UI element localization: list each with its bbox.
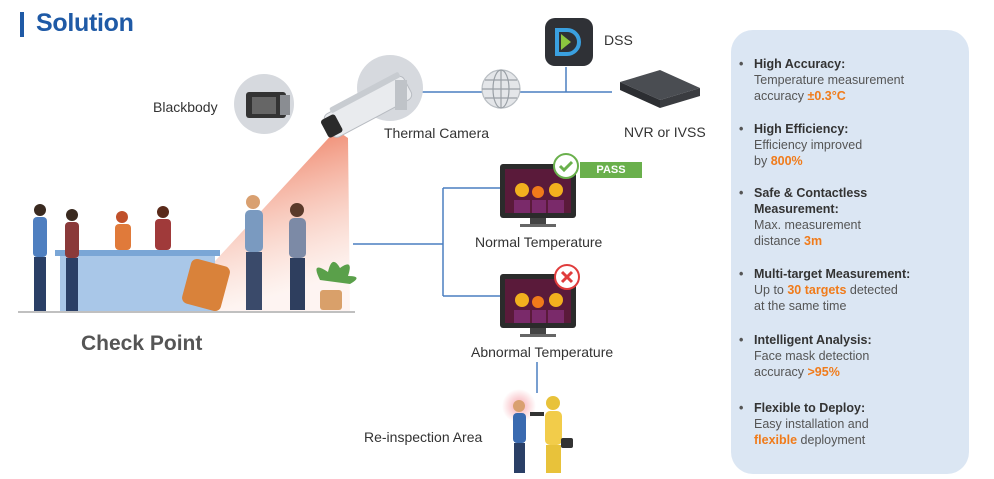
abnormal-temperature-label: Abnormal Temperature: [471, 344, 614, 360]
nvr-label: NVR or IVSS: [624, 124, 706, 140]
feature-line: Face mask detection: [754, 349, 870, 363]
checkpoint-scene: [18, 195, 357, 313]
nvr-device: [620, 70, 700, 108]
feature-title: Flexible to Deploy:: [739, 400, 964, 416]
network-globe-icon: [481, 69, 521, 109]
feature-title: High Accuracy:: [739, 56, 964, 72]
checkpoint-label: Check Point: [81, 332, 203, 355]
blackbody-device: [234, 74, 294, 134]
title-accent-bar: [20, 12, 24, 37]
feature-line: distance 3m: [754, 234, 823, 248]
feature-item: Intelligent Analysis: Face mask detectio…: [739, 332, 964, 380]
dss-logo: [545, 18, 593, 66]
feature-line: by 800%: [754, 154, 803, 168]
pass-badge-label: PASS: [596, 164, 626, 176]
feature-line: at the same time: [754, 299, 847, 313]
blackbody-label: Blackbody: [153, 99, 218, 115]
feature-title: Intelligent Analysis:: [739, 332, 964, 348]
feature-line: Temperature measurement: [754, 73, 905, 87]
feature-line: Max. measurement: [754, 218, 861, 232]
feature-line: Easy installation and: [754, 417, 869, 431]
feature-item: High Accuracy: Temperature measurement a…: [739, 56, 964, 104]
feature-title: High Efficiency:: [739, 121, 964, 137]
feature-title: Multi-target Measurement:: [739, 266, 964, 282]
feature-title: Safe & Contactless Measurement:: [739, 185, 914, 217]
pass-badge: [580, 162, 642, 178]
page-title: Solution: [36, 9, 134, 37]
feature-line: accuracy ±0.3°C: [754, 89, 846, 103]
feature-line: Efficiency improved: [754, 138, 863, 152]
feature-line: accuracy >95%: [754, 365, 840, 379]
feature-item: Flexible to Deploy: Easy installation an…: [739, 400, 964, 448]
feature-item: High Efficiency: Efficiency improved by …: [739, 121, 964, 169]
reinspection-scene: [502, 389, 573, 473]
feature-item: Multi-target Measurement: Up to 30 targe…: [739, 266, 964, 314]
normal-temperature-label: Normal Temperature: [475, 234, 603, 250]
connection-lines: [353, 67, 612, 393]
feature-line: Up to 30 targets detected: [754, 283, 898, 297]
feature-item: Safe & Contactless Measurement: Max. mea…: [739, 185, 914, 249]
thermal-camera-device: [321, 55, 423, 138]
dss-label: DSS: [604, 32, 633, 48]
feature-line: flexible deployment: [754, 433, 866, 447]
reinspection-label: Re-inspection Area: [364, 429, 483, 445]
thermal-camera-label: Thermal Camera: [384, 125, 490, 141]
